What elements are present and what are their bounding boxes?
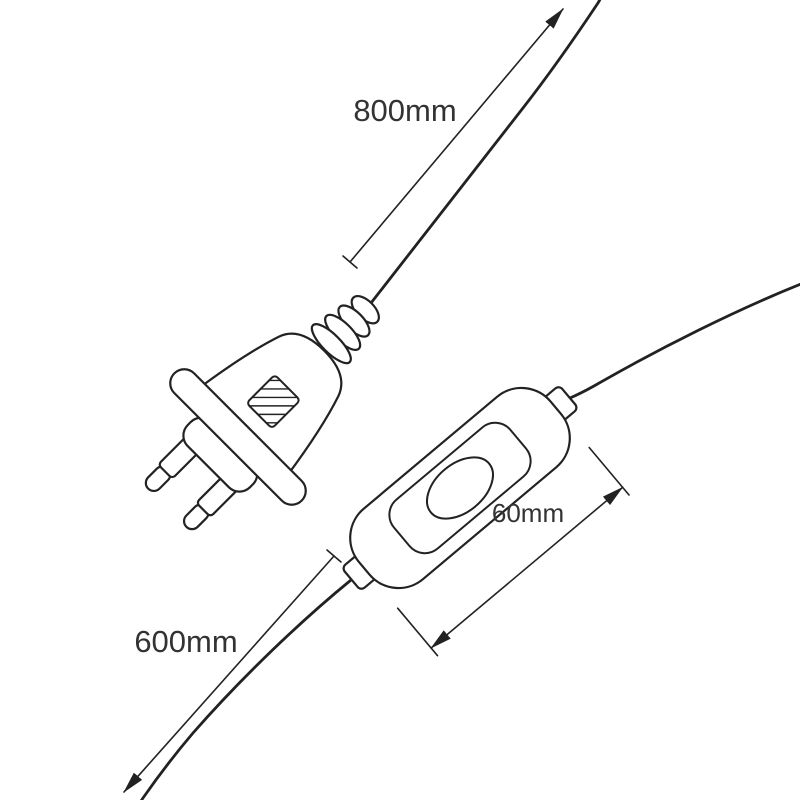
cable-lower-segment bbox=[139, 578, 353, 800]
dimension-line bbox=[349, 8, 564, 263]
dimension-label-600mm: 600mm bbox=[134, 624, 237, 659]
dimension-line bbox=[123, 555, 335, 793]
inline-rocker-switch bbox=[342, 386, 630, 657]
strain-relief-segment bbox=[310, 323, 352, 365]
dimension-60mm bbox=[396, 446, 630, 657]
dimension-800mm: 800mm bbox=[342, 8, 564, 269]
cable-right-segment bbox=[568, 282, 800, 400]
dimension-label-800mm: 800mm bbox=[353, 93, 456, 128]
dimension-label-60mm: 60mm bbox=[492, 498, 564, 528]
dimension-600mm: 600mm bbox=[123, 549, 342, 793]
dimension-line bbox=[430, 486, 624, 649]
plug-flange bbox=[169, 368, 307, 506]
cable-upper-segment bbox=[369, 0, 602, 305]
eu-plug bbox=[144, 295, 380, 531]
